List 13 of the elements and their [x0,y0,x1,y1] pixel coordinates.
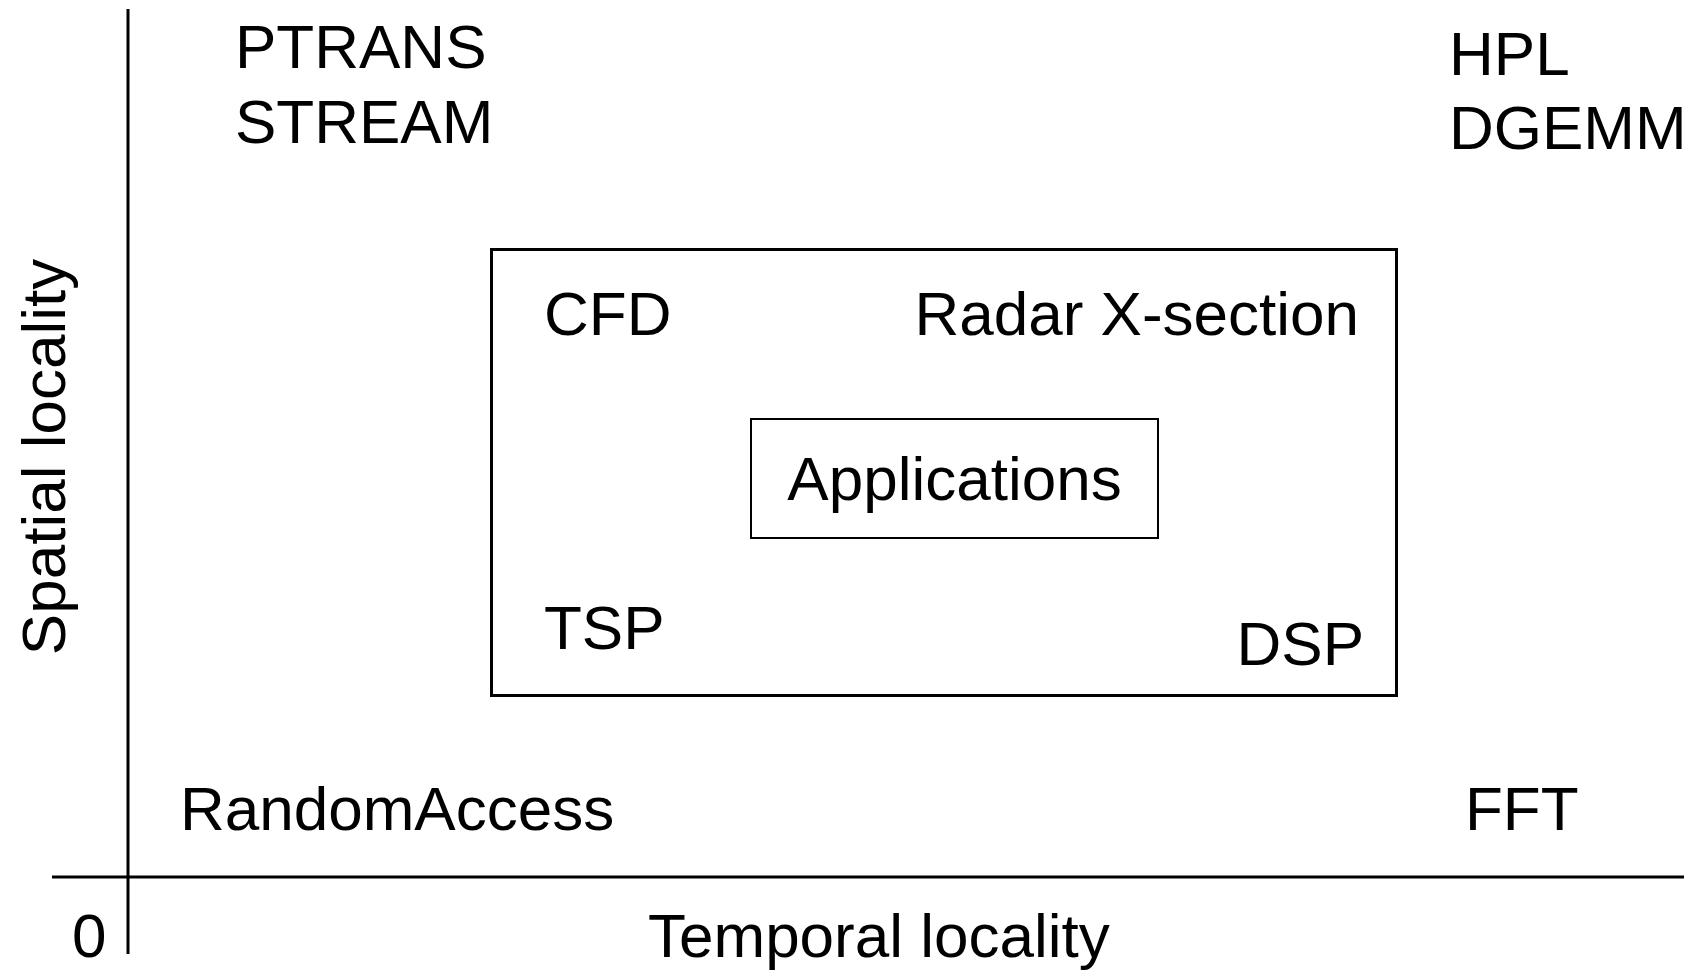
benchmark-label: DGEMM [1449,97,1687,159]
box-label: TSP [544,597,665,659]
benchmark-label: PTRANS [235,16,487,78]
application-box [750,418,1159,539]
box-label: CFD [544,283,672,345]
box-label: Radar X-section [914,283,1359,345]
benchmark-label: HPL [1449,23,1570,85]
box-label: DSP [1236,613,1364,675]
benchmark-label: FFT [1465,778,1579,840]
benchmark-label: 0 [72,905,107,967]
benchmark-label: STREAM [235,91,494,153]
region-box [490,248,1398,697]
benchmark-label: RandomAccess [180,778,615,840]
